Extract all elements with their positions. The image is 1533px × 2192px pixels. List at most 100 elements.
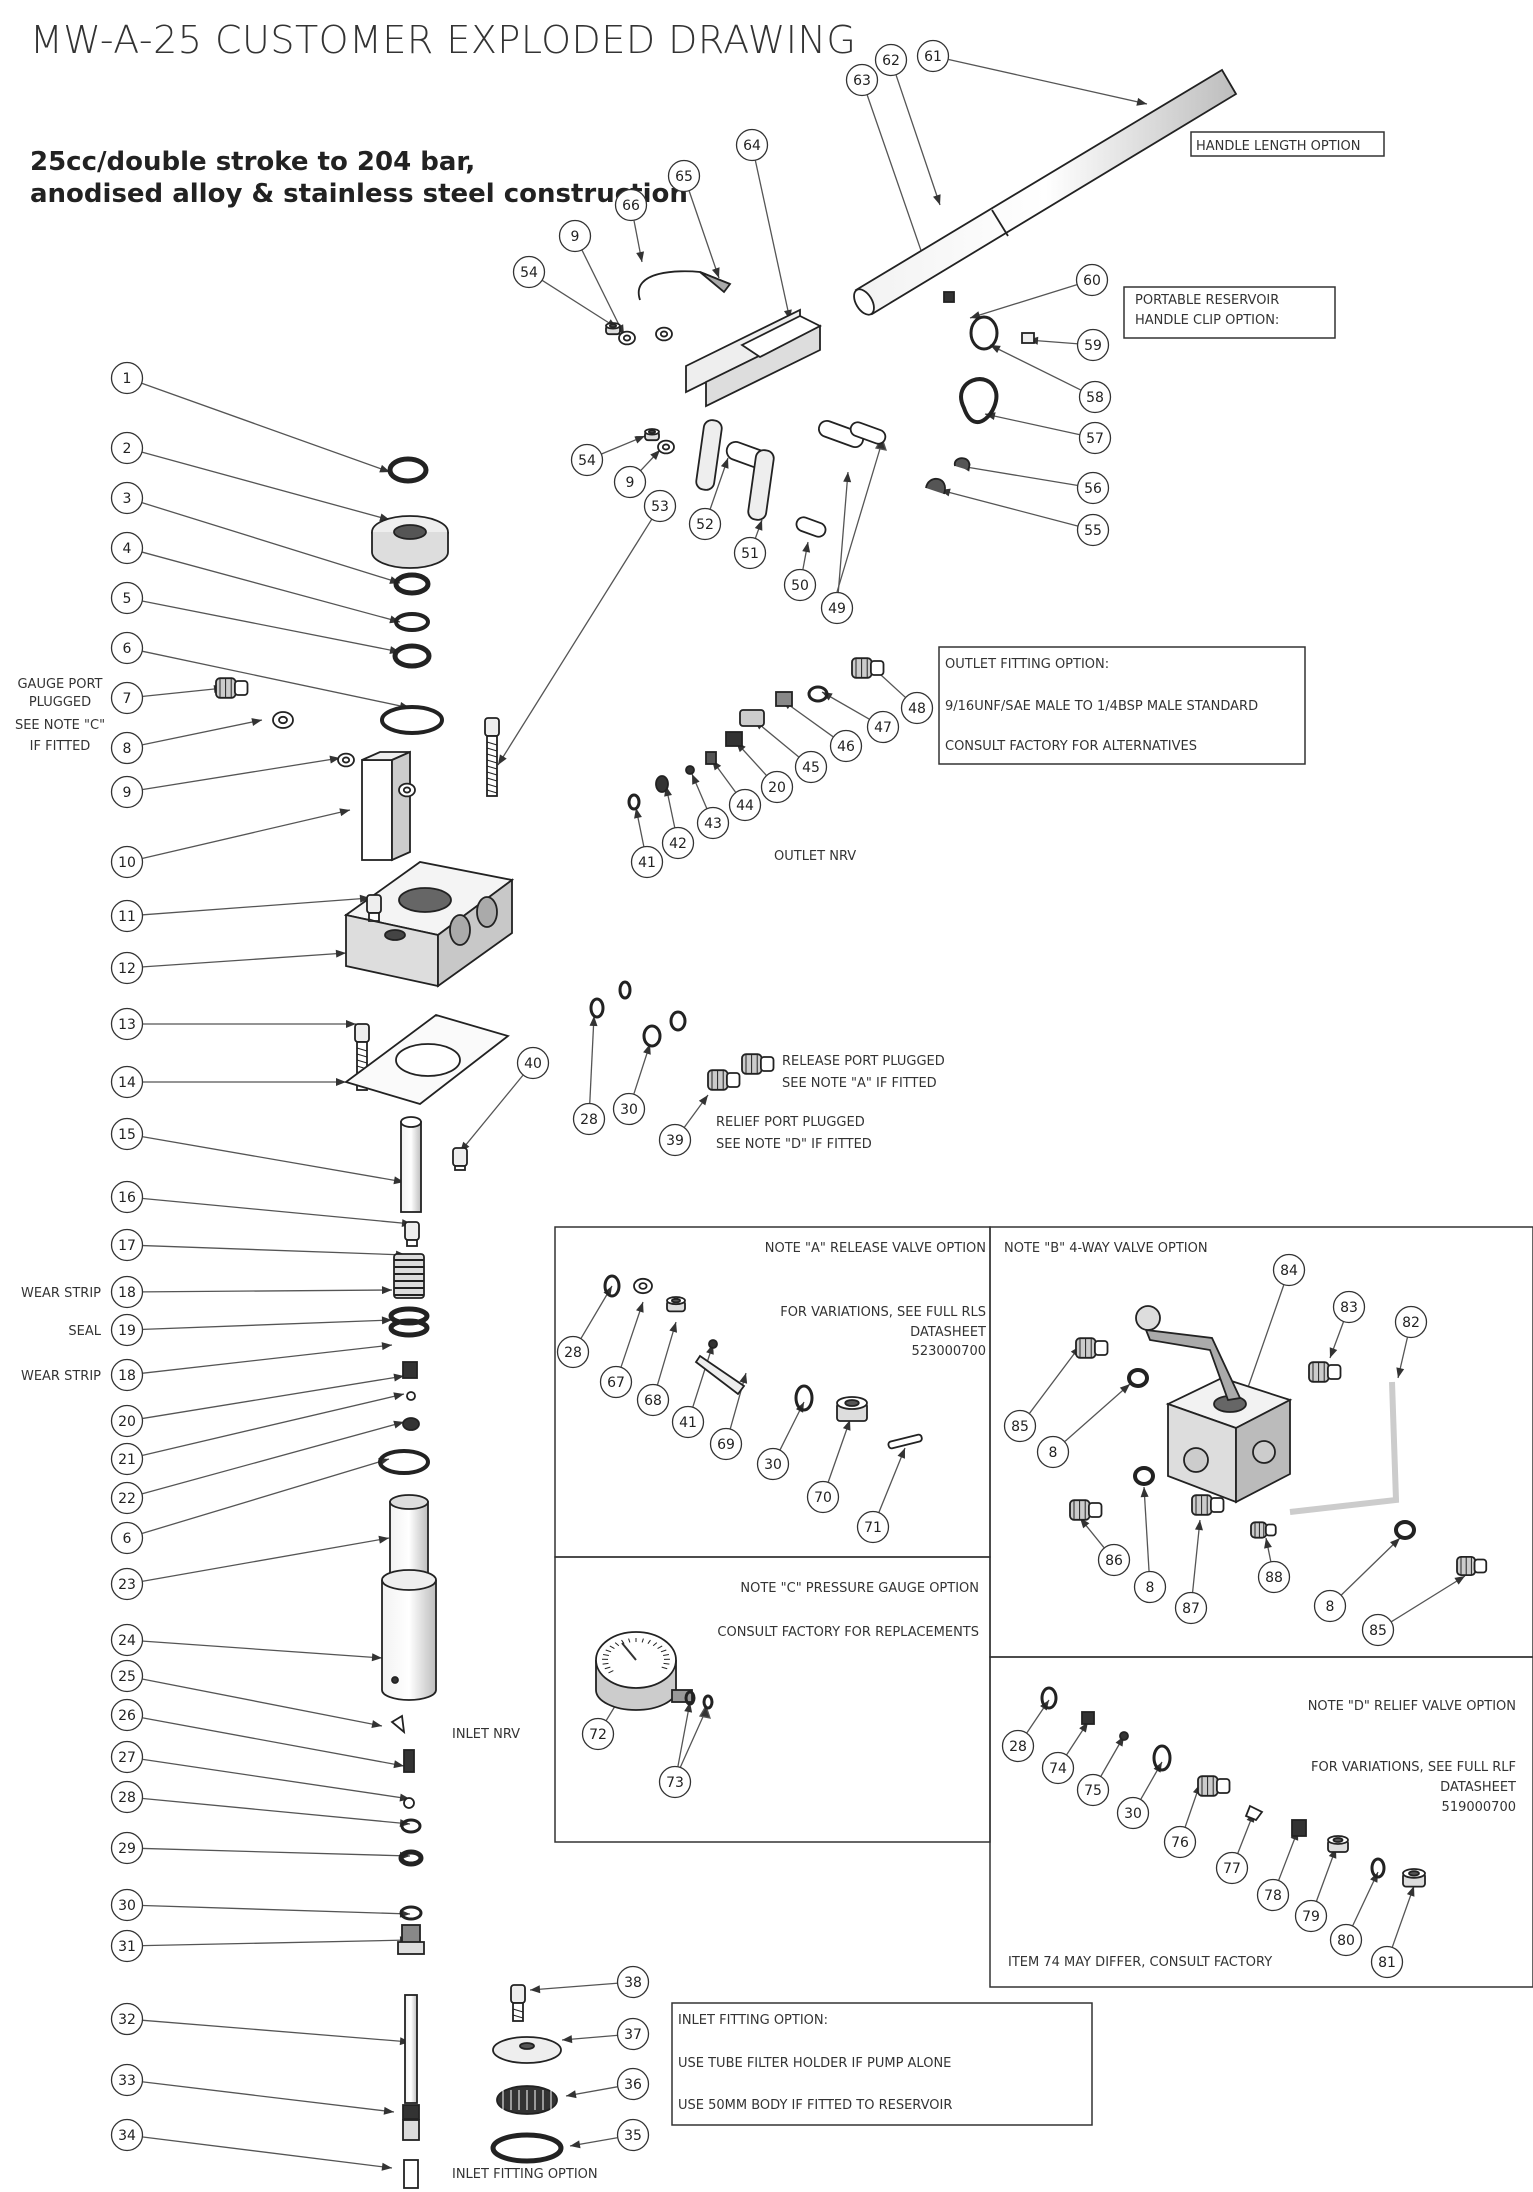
port-fitting-part — [1191, 1494, 1225, 1516]
item-balloon-85: 85 — [1361, 1613, 1395, 1647]
item-number: 59 — [1084, 338, 1102, 354]
note-d-label: ITEM 74 MAY DIFFER, CONSULT FACTORY — [1008, 1955, 1272, 1970]
item-balloon-71: 71 — [856, 1510, 890, 1544]
item-number: 52 — [696, 517, 714, 533]
item-number: 42 — [669, 836, 687, 852]
item-number: 53 — [651, 499, 669, 515]
ball-part — [403, 1797, 415, 1809]
item-balloon-42: 42 — [661, 826, 695, 860]
seal-part — [388, 1318, 430, 1338]
relief-seat-part — [1081, 1711, 1095, 1725]
bonded-seal-part — [1133, 1466, 1155, 1486]
item-number: 83 — [1340, 1300, 1358, 1316]
item-balloon-9: 9 — [110, 775, 144, 809]
filter-mesh-part — [496, 2085, 558, 2115]
inlet-nrv-label: INLET NRV — [452, 1727, 520, 1742]
set-screw-part — [366, 894, 382, 923]
item-number: 18 — [118, 1285, 136, 1301]
item-number: 21 — [118, 1452, 136, 1468]
ball-part — [1119, 1731, 1129, 1741]
item-balloon-12: 12 — [110, 951, 144, 985]
item-number: 1 — [123, 371, 132, 387]
o-ring-part — [400, 1818, 422, 1834]
link-plate-part — [695, 419, 775, 521]
filter-bolt-part — [510, 1984, 526, 2022]
item-number: 60 — [1083, 273, 1101, 289]
item-balloon-34: 34 — [110, 2118, 144, 2152]
item-balloon-83: 83 — [1332, 1290, 1366, 1324]
item-balloon-61: 61 — [916, 39, 950, 73]
spring-clip-part — [637, 270, 732, 301]
item-number: 38 — [624, 1975, 642, 1991]
gland-nut-part — [371, 515, 449, 569]
item-balloon-10: 10 — [110, 845, 144, 879]
item-balloon-15: 15 — [110, 1117, 144, 1151]
item-number: 46 — [837, 739, 855, 755]
item-balloon-21: 21 — [110, 1442, 144, 1476]
o-ring-part — [669, 1010, 687, 1032]
gauge-port-label: PLUGGED — [29, 695, 91, 710]
item-balloon-80: 80 — [1329, 1923, 1363, 1957]
item-balloon-31: 31 — [110, 1929, 144, 1963]
item-balloon-57: 57 — [1078, 421, 1112, 455]
item-number: 82 — [1402, 1315, 1420, 1331]
item-number: 30 — [764, 1457, 782, 1473]
seat-part — [402, 1417, 420, 1431]
item-number: 69 — [717, 1437, 735, 1453]
inlet-seal-part — [490, 2132, 564, 2164]
item-balloon-5: 5 — [110, 581, 144, 615]
item-balloon-82: 82 — [1394, 1305, 1428, 1339]
item-balloon-46: 46 — [829, 729, 863, 763]
item-balloon-59: 59 — [1076, 328, 1110, 362]
o-ring-part — [1040, 1686, 1058, 1710]
outlet-nrv-label: OUTLET NRV — [774, 849, 856, 864]
item-number: 36 — [624, 2077, 642, 2093]
item-number: 18 — [118, 1368, 136, 1384]
washer-part — [398, 782, 416, 798]
seal-part — [392, 643, 432, 669]
relief-body-part — [1197, 1775, 1231, 1797]
gasket-plate-part — [344, 1014, 510, 1105]
item-balloon-43: 43 — [696, 806, 730, 840]
item-number: 10 — [118, 855, 136, 871]
item-balloon-19: 19 — [110, 1313, 144, 1347]
item-number: 54 — [578, 453, 596, 469]
gauge-port-label: IF FITTED — [30, 739, 91, 754]
o-ring-part — [807, 685, 829, 703]
item-balloon-73: 73 — [658, 1765, 692, 1799]
o-ring-part — [589, 997, 605, 1019]
item-number: 80 — [1337, 1933, 1355, 1949]
barrel-part — [381, 1494, 437, 1701]
item-number: 41 — [679, 1415, 697, 1431]
item-number: 31 — [118, 1939, 136, 1955]
item-balloon-11: 11 — [110, 899, 144, 933]
pivot-pin-part — [849, 421, 887, 445]
relief-cap-part — [1402, 1868, 1426, 1888]
item-balloon-25: 25 — [110, 1659, 144, 1693]
item-balloon-6: 6 — [110, 631, 144, 665]
elbow-fitting-part — [1308, 1361, 1342, 1383]
item-balloon-64: 64 — [735, 128, 769, 162]
tommy-bar-part — [887, 1433, 923, 1450]
note-d-label: DATASHEET — [1440, 1780, 1516, 1795]
item-balloon-45: 45 — [794, 750, 828, 784]
item-number: 56 — [1084, 481, 1102, 497]
seal-label: SEAL — [68, 1324, 101, 1339]
item-balloon-53: 53 — [643, 489, 677, 523]
item-balloon-29: 29 — [110, 1831, 144, 1865]
item-balloon-23: 23 — [110, 1567, 144, 1601]
tube-end-part — [402, 2104, 420, 2141]
bonded-seal-part — [1127, 1368, 1149, 1388]
item-balloon-77: 77 — [1215, 1851, 1249, 1885]
piston-part — [393, 1253, 425, 1299]
item-number: 45 — [802, 760, 820, 776]
inlet-spring-part — [403, 1749, 415, 1773]
pipe-part — [1289, 1381, 1400, 1515]
item-number: 81 — [1378, 1955, 1396, 1971]
handle-socket-part — [685, 308, 822, 408]
item-number: 34 — [118, 2128, 136, 2144]
item-balloon-41: 41 — [630, 845, 664, 879]
ring-part — [969, 315, 999, 351]
item-number: 16 — [118, 1190, 136, 1206]
item-balloon-54: 54 — [570, 443, 604, 477]
